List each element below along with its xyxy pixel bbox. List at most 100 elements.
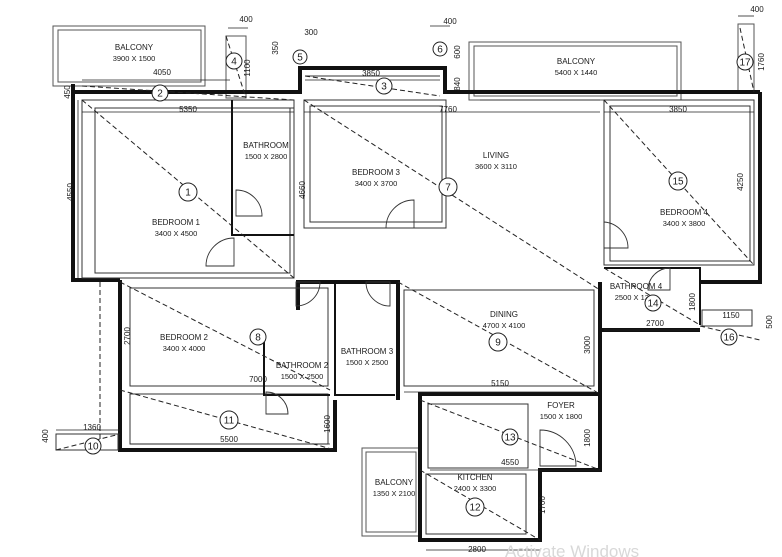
dimension-label: 300	[304, 28, 318, 37]
dimension-lines	[56, 15, 754, 551]
room-size: 4700 X 4100	[483, 321, 526, 330]
bedroom1-inner	[94, 107, 291, 274]
room-size: 1350 X 2100	[373, 489, 416, 498]
room-size: 5400 X 1440	[555, 68, 598, 77]
dimension-label: 5150	[491, 379, 509, 388]
diag-11	[119, 389, 336, 451]
dimension-label: 350	[271, 41, 280, 55]
dimension-label: 4660	[298, 181, 307, 199]
dimension-label: 7760	[439, 105, 457, 114]
diag-7	[303, 99, 601, 291]
balcony-3-inner	[365, 451, 417, 533]
zone-marker-number: 11	[224, 416, 235, 427]
bedroom2-room	[129, 287, 329, 387]
zone-marker-circle	[432, 41, 448, 57]
zone-marker-number: 14	[647, 299, 659, 310]
inner-walls	[55, 75, 755, 535]
room-name: BATHROOM 3	[341, 347, 394, 356]
dimension-label: 3850	[669, 105, 687, 114]
room-name: DINING	[490, 310, 518, 319]
room-name: BATHROOM 2	[276, 361, 329, 370]
wall-east	[700, 92, 762, 284]
zone-marker-number: 9	[495, 338, 501, 349]
zone-marker-number: 12	[469, 503, 481, 514]
dimension-label: 400	[41, 429, 50, 443]
zone-marker-circle	[249, 328, 267, 346]
dimension-label: 1100	[243, 59, 252, 77]
zone-marker-number: 3	[381, 82, 387, 93]
zone-marker-circle	[465, 497, 485, 517]
door-bathroom4	[647, 267, 671, 291]
diag-2	[81, 85, 295, 101]
dimension-label: 1800	[688, 293, 697, 311]
dimension-label: 400	[443, 17, 457, 26]
door-bathroom3	[365, 281, 391, 307]
dimension-label: 3000	[583, 336, 592, 354]
dimension-label: 840	[453, 77, 462, 91]
room-name: BALCONY	[557, 57, 596, 66]
balcony-2-inner	[473, 45, 678, 97]
zone-marker-circle	[225, 52, 243, 70]
wall-north	[73, 66, 760, 94]
zone-marker-number: 1	[185, 188, 191, 199]
door-bedroom4	[603, 221, 629, 249]
dimension-label: 400	[750, 5, 764, 14]
zone-marker-circle	[668, 171, 688, 191]
balcony-1-outline	[52, 25, 206, 87]
zone-marker-circle	[84, 437, 102, 455]
zone-marker-number: 13	[504, 433, 516, 444]
room-name: BEDROOM 1	[152, 218, 201, 227]
zone-marker-number: 4	[231, 57, 237, 68]
diag-12	[419, 469, 541, 541]
wall-south-west	[118, 280, 337, 452]
dimension-label: 2700	[646, 319, 664, 328]
room-name: LIVING	[483, 151, 509, 160]
room-name: BEDROOM 2	[160, 333, 209, 342]
bathroom1-wall	[231, 100, 294, 236]
zone-marker-number: 2	[157, 89, 163, 100]
dimension-label: 4550	[501, 458, 519, 467]
room-name: BATHROOM 4	[610, 282, 663, 291]
dimension-labels: 4001100405045035030038504006008404001760…	[41, 5, 774, 554]
dimension-label: 1600	[323, 415, 332, 433]
balcony-1-side	[225, 35, 247, 99]
dining-room	[403, 289, 595, 387]
bedroom1-room	[81, 99, 295, 279]
room-name: FOYER	[547, 401, 575, 410]
zone-marker-number: 10	[87, 442, 99, 453]
dimension-label: 1700	[538, 496, 547, 514]
bedroom3-inner	[309, 105, 443, 223]
zone-marker-number: 8	[255, 333, 261, 344]
dimension-label: 5350	[179, 105, 197, 114]
bathroom2-wall	[263, 342, 330, 396]
diag-14	[603, 267, 701, 326]
zone-marker-number: 17	[739, 58, 751, 69]
zone-marker-circle	[488, 332, 508, 352]
room-size: 3400 X 3800	[663, 219, 706, 228]
balcony-outlines	[52, 23, 755, 537]
door-foyer	[539, 429, 577, 467]
diag-15	[603, 99, 755, 266]
door-bathroom1	[235, 189, 263, 217]
dimension-label: 1150	[722, 311, 740, 320]
room-size: 3600 X 3110	[475, 162, 517, 171]
dimension-label: 1360	[83, 423, 101, 432]
dimension-label: 600	[453, 45, 462, 59]
dimension-label: 4550	[66, 183, 75, 201]
dimension-label: 4050	[153, 68, 171, 77]
room-name: BALCONY	[375, 478, 414, 487]
bathroom3-wall	[334, 282, 395, 396]
zone-marker-circle	[151, 84, 169, 102]
room-name: BEDROOM 3	[352, 168, 401, 177]
zone-marker-circle	[501, 428, 519, 446]
bathroom4-wall	[604, 267, 701, 325]
zone-marker-number: 15	[672, 177, 684, 188]
room-size: 1500 X 2500	[346, 358, 389, 367]
foyer-area	[427, 403, 529, 469]
dimension-label: 4250	[736, 173, 745, 191]
balcony-1-inner	[57, 29, 202, 83]
dimension-label: 2700	[123, 327, 132, 345]
zone-marker-number: 16	[723, 333, 735, 344]
utility-box	[701, 309, 753, 327]
